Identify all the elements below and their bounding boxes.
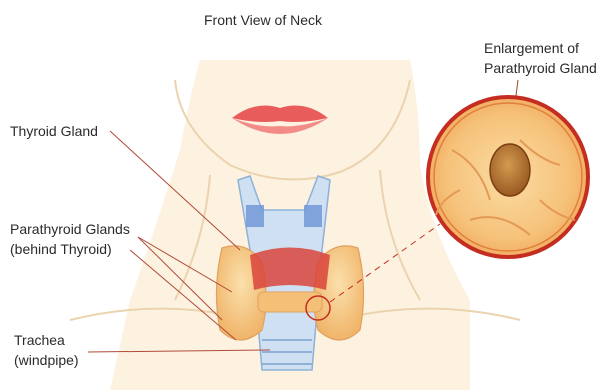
trachea-label-line1: Trachea: [14, 330, 79, 350]
diagram-title: Front View of Neck: [204, 10, 322, 30]
thyroid-label: Thyroid Gland: [10, 121, 98, 141]
parathyroid-label: Parathyroid Glands (behind Thyroid): [10, 219, 130, 259]
enlargement-label-line1: Enlargement of: [484, 38, 597, 58]
parathyroid-label-line1: Parathyroid Glands: [10, 219, 130, 239]
enlargement-label-line2: Parathyroid Gland: [484, 58, 597, 78]
enlargement-label: Enlargement of Parathyroid Gland: [484, 38, 597, 78]
enlargement-lens: [428, 97, 588, 257]
parathyroid-label-line2: (behind Thyroid): [10, 239, 130, 259]
trachea-label-line2: (windpipe): [14, 350, 79, 370]
trachea-label: Trachea (windpipe): [14, 330, 79, 370]
